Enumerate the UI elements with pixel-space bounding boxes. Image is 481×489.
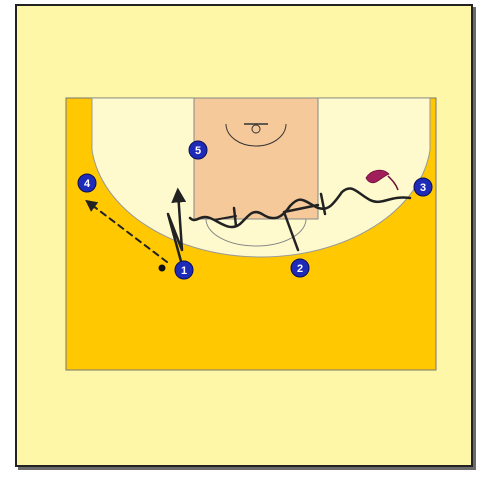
svg-text:2: 2 [297, 263, 303, 275]
player-5: 5 [189, 141, 207, 159]
svg-text:1: 1 [181, 265, 187, 277]
svg-text:3: 3 [420, 182, 426, 194]
svg-text:4: 4 [84, 178, 91, 190]
ball-icon [159, 265, 166, 272]
player-4: 4 [78, 174, 96, 192]
player-3: 3 [414, 178, 432, 196]
player-2: 2 [291, 259, 309, 277]
player-1: 1 [175, 261, 193, 279]
half-court [66, 98, 436, 370]
svg-text:5: 5 [195, 145, 201, 157]
